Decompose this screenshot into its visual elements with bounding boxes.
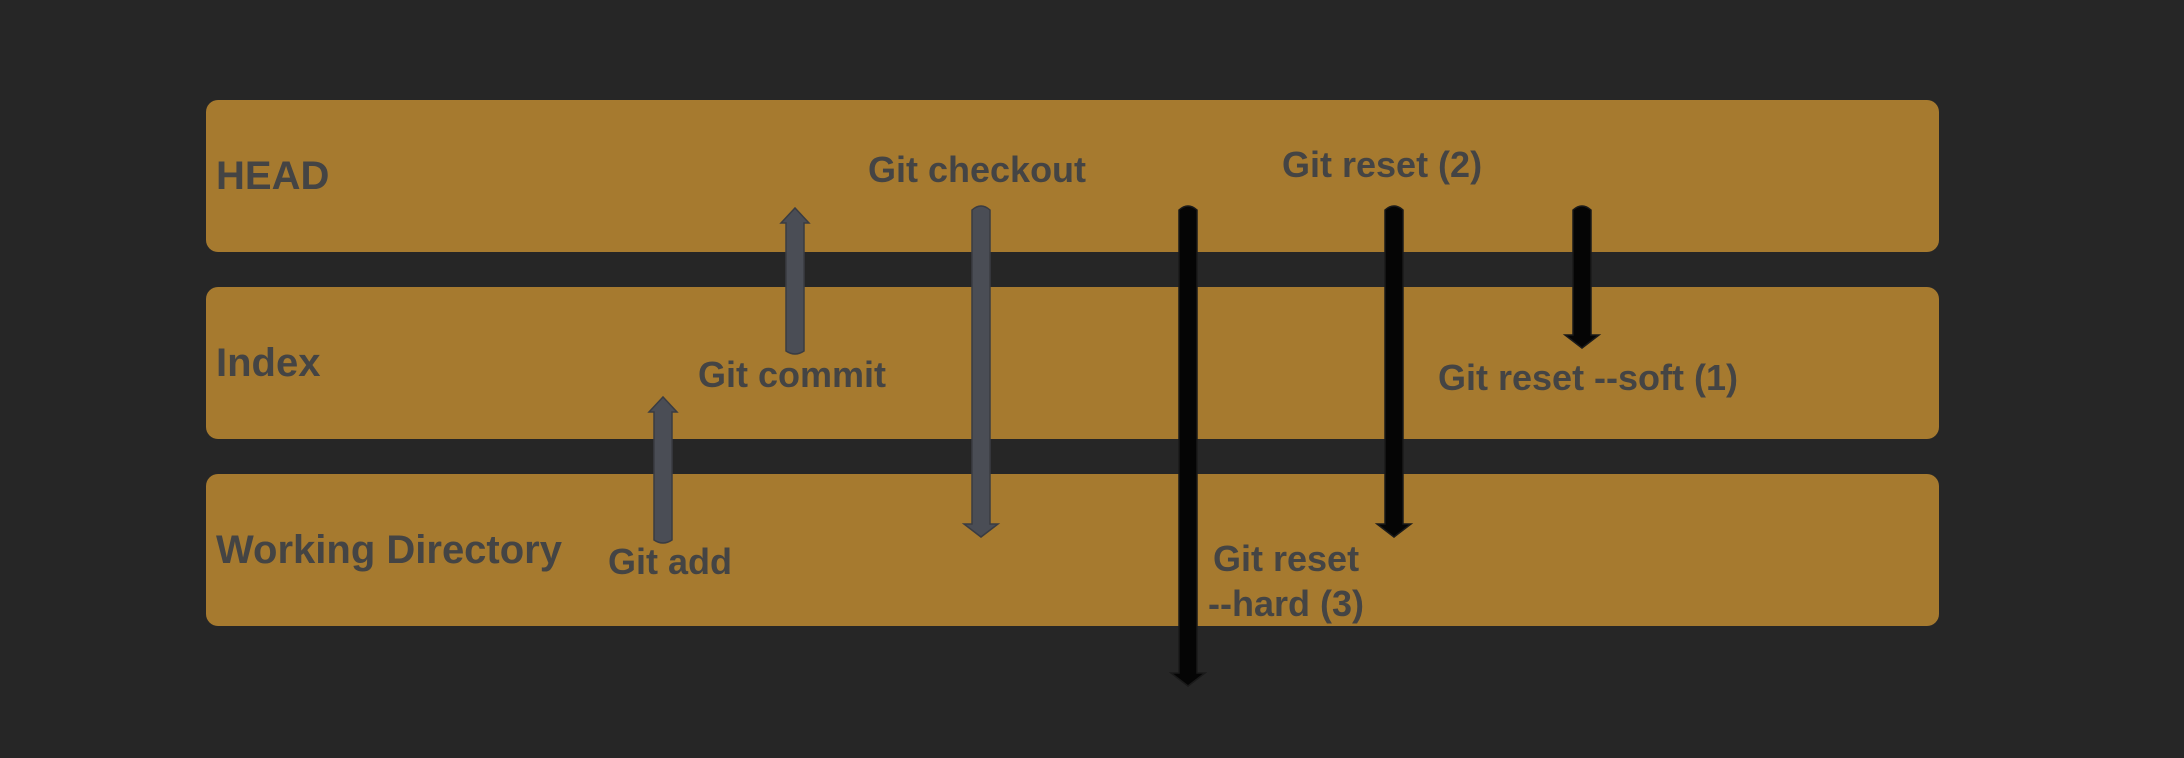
working-directory-layer: Working Directory bbox=[206, 474, 1939, 626]
head-layer: HEAD bbox=[206, 100, 1939, 252]
head-layer-label: HEAD bbox=[216, 153, 330, 198]
index-layer-label: Index bbox=[216, 340, 321, 385]
git-add-label: Git add bbox=[608, 541, 732, 582]
git-checkout-label: Git checkout bbox=[868, 149, 1087, 190]
git-reset-soft-label: Git reset --soft (1) bbox=[1438, 357, 1739, 398]
git-reset-hard-label-line2: --hard (3) bbox=[1208, 583, 1364, 624]
git-commit-arrow bbox=[779, 206, 811, 355]
git-reset-arrow bbox=[1374, 205, 1414, 538]
git-checkout-arrow bbox=[961, 205, 1001, 538]
git-reset-hard-label-line1: Git reset bbox=[1213, 538, 1360, 579]
git-commit-label: Git commit bbox=[698, 354, 887, 395]
working-directory-layer-label: Working Directory bbox=[216, 527, 562, 572]
git-reset-hard-arrow bbox=[1168, 205, 1208, 687]
git-reset-label: Git reset (2) bbox=[1282, 144, 1483, 185]
git-add-arrow bbox=[647, 395, 679, 544]
git-reset-soft-arrow bbox=[1562, 205, 1602, 349]
index-layer: Index bbox=[206, 287, 1939, 439]
